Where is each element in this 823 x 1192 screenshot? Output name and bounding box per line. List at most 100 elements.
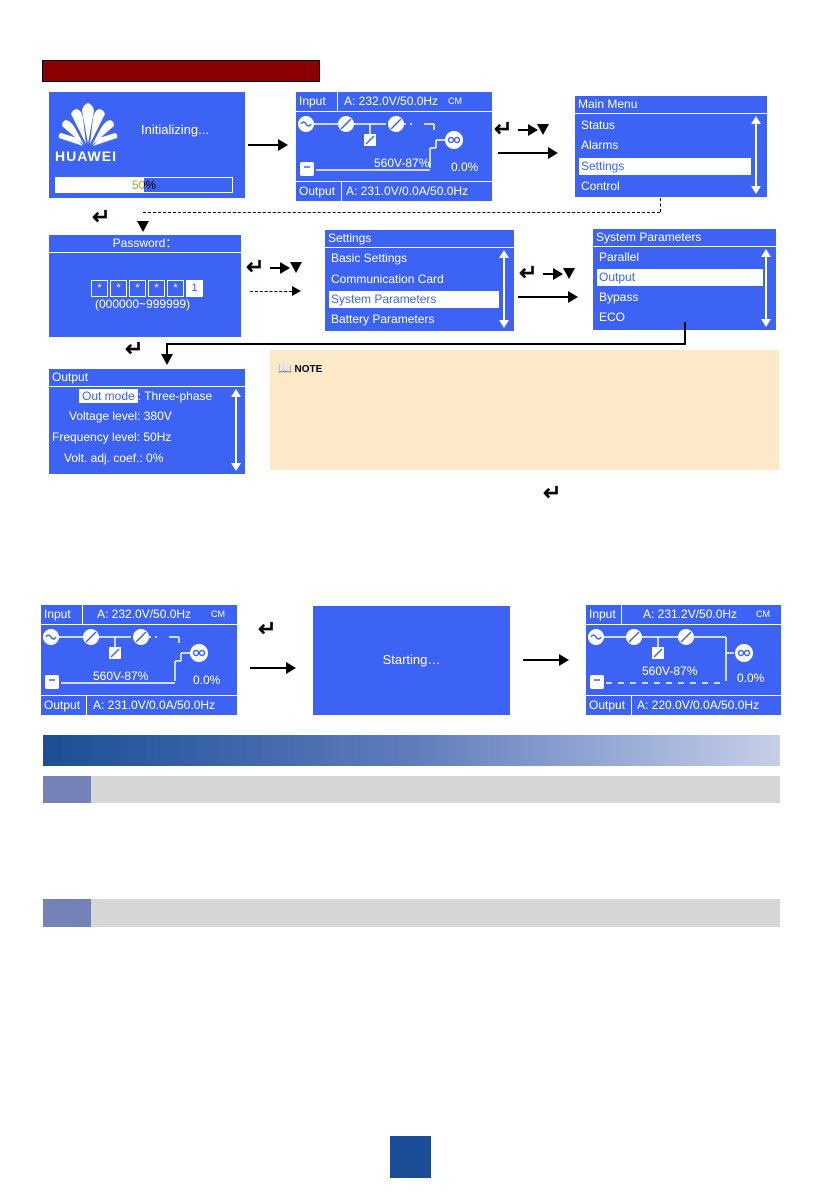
settings-menu-screen: Settings Basic Settings Communication Ca… (325, 230, 514, 331)
flow-connector (166, 343, 168, 358)
input-label: Input (589, 607, 616, 621)
out-mode-value: : Three-phase (137, 389, 213, 403)
power-flow-diagram-icon (298, 116, 463, 176)
starting-text: Starting… (382, 652, 441, 667)
output-value: A: 231.0V/0.0A/50.0Hz (346, 184, 469, 198)
input-value: A: 232.0V/50.0Hz (97, 607, 192, 621)
load-value: 0.0% (737, 671, 765, 685)
menu-title: Settings (325, 230, 514, 248)
battery-value: 560V-87% (642, 664, 698, 678)
input-label: Input (44, 607, 71, 621)
battery-value: 560V-87% (374, 156, 430, 170)
enter-key-icon: ↵ (246, 254, 265, 279)
logo-text: HUAWEI (55, 148, 117, 164)
voltage-level-row[interactable]: Voltage level: 380V (69, 409, 172, 423)
password-digit: 1 (186, 280, 203, 297)
down-key-icon (563, 268, 575, 279)
password-screen: Password： *****1 (000000~999999) (49, 235, 241, 337)
menu-item-alarms[interactable]: Alarms (581, 138, 619, 152)
frequency-level-row[interactable]: Frequency level: 50Hz (52, 430, 172, 444)
status-screen: Input A: 232.0V/50.0Hz CM (41, 605, 237, 715)
flow-arrow (248, 139, 288, 151)
note-label: NOTE (294, 364, 323, 375)
volt-adj-coef-row[interactable]: Volt. adj. coef.: 0% (64, 451, 164, 465)
menu-item-parallel[interactable]: Parallel (599, 250, 640, 264)
cm-indicator: CM (756, 609, 770, 619)
flow-connector (660, 198, 661, 212)
status-screen: Input A: 232.0V/50.0Hz CM (296, 92, 492, 201)
book-icon: 📖 (278, 363, 292, 375)
enter-key-icon: ↵ (543, 480, 562, 505)
menu-title: Main Menu (575, 96, 767, 114)
flow-arrow (543, 268, 563, 280)
input-value: A: 232.0V/50.0Hz (344, 94, 439, 108)
menu-item-settings[interactable]: Settings (579, 158, 751, 175)
down-key-icon (290, 262, 302, 273)
cm-indicator: CM (211, 609, 225, 619)
battery-value: 560V-87% (93, 669, 149, 683)
note-heading: 📖 NOTE (278, 362, 322, 375)
menu-item-control[interactable]: Control (581, 179, 620, 193)
output-label: Output (44, 698, 81, 712)
progress-fill (56, 178, 144, 192)
menu-item-bypass[interactable]: Bypass (599, 290, 639, 304)
out-mode-row[interactable]: Out mode: Three-phase (49, 389, 212, 403)
down-key-icon (161, 354, 173, 365)
cm-indicator: CM (448, 96, 462, 106)
flow-arrow (523, 654, 569, 666)
subsection-bar (43, 899, 780, 927)
menu-item-eco[interactable]: ECO (599, 310, 626, 324)
progress-bar: 50% (55, 177, 233, 193)
note-box: 📖 NOTE (270, 350, 779, 470)
enter-key-icon: ↵ (125, 336, 144, 361)
huawei-logo-icon (58, 103, 118, 146)
down-key-icon (137, 221, 149, 232)
flow-connector (250, 291, 292, 292)
password-title: Password： (49, 235, 241, 253)
input-value: A: 231.2V/50.0Hz (643, 607, 738, 621)
enter-key-icon: ↵ (258, 616, 277, 641)
password-input[interactable]: *****1 (91, 278, 205, 297)
password-range: (000000~999999) (95, 297, 191, 311)
subsection-marker (43, 899, 91, 927)
flow-connector (166, 343, 686, 345)
scrollbar[interactable] (499, 250, 509, 330)
section-header-bar (42, 60, 320, 82)
menu-item-status[interactable]: Status (581, 118, 616, 132)
page-number-box (390, 1136, 431, 1178)
power-flow-diagram-icon (43, 629, 208, 689)
menu-item-system-parameters[interactable]: System Parameters (329, 291, 499, 308)
power-flow-diagram-icon (588, 629, 753, 689)
main-menu-screen: Main Menu Status Alarms Settings Control (575, 96, 767, 197)
flow-arrow (498, 147, 558, 159)
out-mode-label: Out mode (79, 389, 138, 403)
load-value: 0.0% (451, 160, 479, 174)
status-screen: Input A: 231.2V/50.0Hz CM (586, 605, 781, 715)
menu-item-communication-card[interactable]: Communication Card (331, 272, 444, 286)
output-value: A: 231.0V/0.0A/50.0Hz (93, 698, 216, 712)
system-parameters-screen: System Parameters Parallel Output Bypass… (593, 229, 776, 330)
menu-title: System Parameters (593, 229, 776, 247)
output-value: A: 220.0V/0.0A/50.0Hz (637, 698, 760, 712)
section-gradient-bar (43, 735, 780, 766)
init-status-text: Initializing... (141, 122, 209, 137)
enter-key-icon: ↵ (92, 204, 111, 229)
scrollbar[interactable] (751, 116, 761, 196)
scrollbar[interactable] (231, 389, 241, 473)
output-label: Output (589, 698, 626, 712)
starting-screen: Starting… (313, 606, 510, 715)
menu-item-output[interactable]: Output (597, 269, 763, 286)
flow-connector (143, 212, 660, 213)
flow-connector (684, 322, 686, 344)
down-key-icon (537, 124, 549, 135)
init-screen: HUAWEI Initializing... 50% (49, 92, 245, 198)
menu-title: Output (49, 369, 245, 387)
load-value: 0.0% (193, 673, 221, 687)
output-label: Output (299, 184, 336, 198)
flow-arrow (270, 262, 290, 274)
enter-key-icon: ↵ (494, 116, 513, 141)
scrollbar[interactable] (761, 249, 771, 329)
menu-item-basic-settings[interactable]: Basic Settings (331, 251, 408, 265)
menu-item-battery-parameters[interactable]: Battery Parameters (331, 312, 435, 326)
flow-arrow (250, 662, 296, 674)
